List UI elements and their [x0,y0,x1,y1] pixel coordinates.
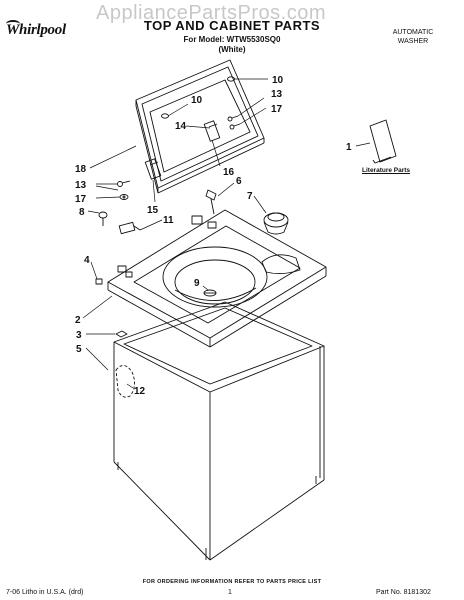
callout-9: 9 [194,278,200,289]
model-line: For Model: WTW5530SQ0 [183,35,281,44]
brand-logo-swoosh [6,20,20,28]
hinge-clip-part [205,189,217,215]
callout-16: 16 [223,167,235,178]
part-9 [203,289,217,297]
callout-2: 2 [75,315,81,326]
hinge-screw-parts-right [227,115,241,130]
literature-parts-label: Literature Parts [362,167,411,174]
product-type-line2: WASHER [397,38,429,45]
callout-5: 5 [76,344,82,355]
callout-14: 14 [175,121,187,132]
bleach-dispenser [261,212,301,275]
top-panel [107,209,327,348]
callout-12: 12 [134,386,146,397]
lid-hinge-parts [144,120,221,180]
leader-lines [82,78,371,389]
cabinet [113,301,325,561]
color-line: (White) [218,45,246,54]
callout-15: 15 [147,205,159,216]
part-3-clip [115,330,128,338]
lid-switch-parts [95,211,141,285]
page-title: TOP AND CABINET PARTS [143,18,321,33]
footer-ordering-notice: FOR ORDERING INFORMATION REFER TO PARTS … [142,579,322,585]
literature-parts-booklet [369,119,397,164]
callout-numbers: 10 10 13 17 14 18 13 17 16 6 7 15 8 11 4… [75,75,352,397]
callout-10-lid: 10 [191,95,203,106]
part-12-detail [115,365,135,398]
callout-13-left: 13 [75,180,87,191]
callout-7: 7 [247,191,253,202]
callout-13-right: 13 [271,89,283,100]
watermark: AppliancePartsPros.com [96,2,326,24]
callout-10-top-right: 10 [272,75,284,86]
footer-part-number: Part No. 8181302 [376,589,431,596]
callout-11: 11 [163,215,174,226]
callout-1: 1 [346,142,352,153]
callout-6: 6 [236,176,242,187]
footer-litho: 7-06 Litho in U.S.A. (drd) [6,589,84,596]
callout-3: 3 [76,330,82,341]
product-type-line1: AUTOMATIC [392,29,434,36]
callout-8: 8 [79,207,85,218]
callout-17-left: 17 [75,194,87,205]
lid-assembly [135,59,265,194]
callout-4: 4 [84,255,90,266]
callout-18: 18 [75,164,87,175]
footer-page-number: 1 [228,589,232,596]
brand-logo: Whirlpool [6,22,66,38]
callout-17-right: 17 [271,104,283,115]
